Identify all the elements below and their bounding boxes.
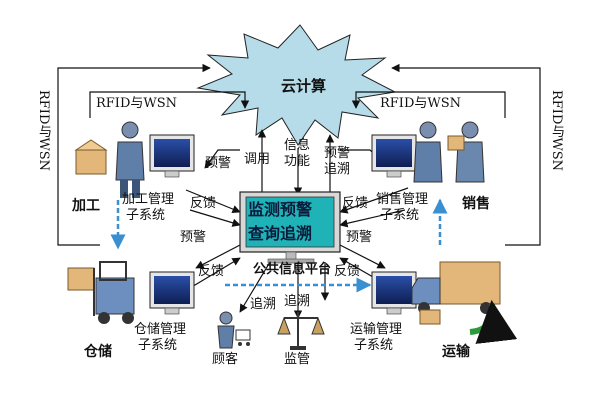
yujing-r-label: 预警 xyxy=(346,230,373,245)
platform-monitor xyxy=(239,191,341,264)
zhuisu-b1-label: 追溯 xyxy=(250,297,277,312)
left-upper-links xyxy=(185,149,241,227)
cloud-shape xyxy=(196,24,397,146)
cloud-platform-links xyxy=(257,129,335,196)
fankui-l-label: 反馈 xyxy=(190,196,217,211)
rfid-right-side-label: RFID与WSN xyxy=(549,90,564,172)
xiaoshou-label: 销售 xyxy=(462,196,490,212)
rfid-left-side-label: RFID与WSN xyxy=(36,90,51,172)
yujing-tl-label: 预警 xyxy=(205,156,232,171)
outer-links xyxy=(57,63,541,246)
cangchu-sys-line-1: 仓储管理 xyxy=(134,322,187,337)
yunshu-sys-line-1: 运输管理 xyxy=(350,322,403,337)
regulator-scales-icon xyxy=(277,312,325,350)
jiagong-label: 加工 xyxy=(72,198,100,214)
yujing-tr-label: 预警 xyxy=(324,146,351,161)
bottom-links xyxy=(239,261,330,319)
truck-transport-icon xyxy=(411,261,518,344)
zhuisu-b2-label: 追溯 xyxy=(284,294,311,309)
yunshu-label: 运输 xyxy=(442,344,470,360)
fankui-r-label: 反馈 xyxy=(342,196,369,211)
jiagong-sys-line-2: 子系统 xyxy=(126,208,166,223)
diaoyong-label: 调用 xyxy=(244,152,271,167)
platform-line-2: 查询追溯 xyxy=(248,224,313,243)
left-lower-links xyxy=(189,244,241,289)
monitor-xiaoshou xyxy=(371,134,417,178)
worker-processing-icon xyxy=(74,121,145,198)
xiaoshou-sys-line-1: 销售管理 xyxy=(376,192,429,207)
monitor-yunshu xyxy=(371,271,417,315)
jianguan-label: 监管 xyxy=(284,352,311,367)
monitor-jiagong xyxy=(149,134,195,178)
info-func-label-1: 信息 xyxy=(284,138,311,153)
yunshu-sys-line-2: 子系统 xyxy=(354,338,394,353)
yujing-l-label: 预警 xyxy=(180,230,207,245)
jiagong-sys-line-1: 加工管理 xyxy=(122,192,175,207)
rfid-right-top-label: RFID与WSN xyxy=(378,96,464,112)
zhuisu-tr-label: 追溯 xyxy=(324,162,351,177)
worker-sales-icon xyxy=(413,121,485,183)
fankui-bl-label: 反馈 xyxy=(198,264,225,279)
cangchu-sys-line-2: 子系统 xyxy=(138,338,178,353)
forklift-storage-icon xyxy=(67,261,135,324)
customer-icon xyxy=(217,311,251,349)
xiaoshou-sys-line-2: 子系统 xyxy=(380,208,420,223)
info-func-label-2: 功能 xyxy=(284,154,311,169)
monitor-cangchu xyxy=(149,271,195,315)
cangchu-label: 仓储 xyxy=(84,344,112,360)
guke-label: 顾客 xyxy=(212,352,239,367)
flow-arrows xyxy=(110,198,448,293)
platform-line-1: 监测预警 xyxy=(248,200,313,219)
platform-caption: 公共信息平台 xyxy=(253,262,332,277)
rfid-left-top-label: RFID与WSN xyxy=(94,96,180,112)
cloud-label: 云计算 xyxy=(281,77,327,95)
fankui-br-label: 反馈 xyxy=(334,264,361,279)
